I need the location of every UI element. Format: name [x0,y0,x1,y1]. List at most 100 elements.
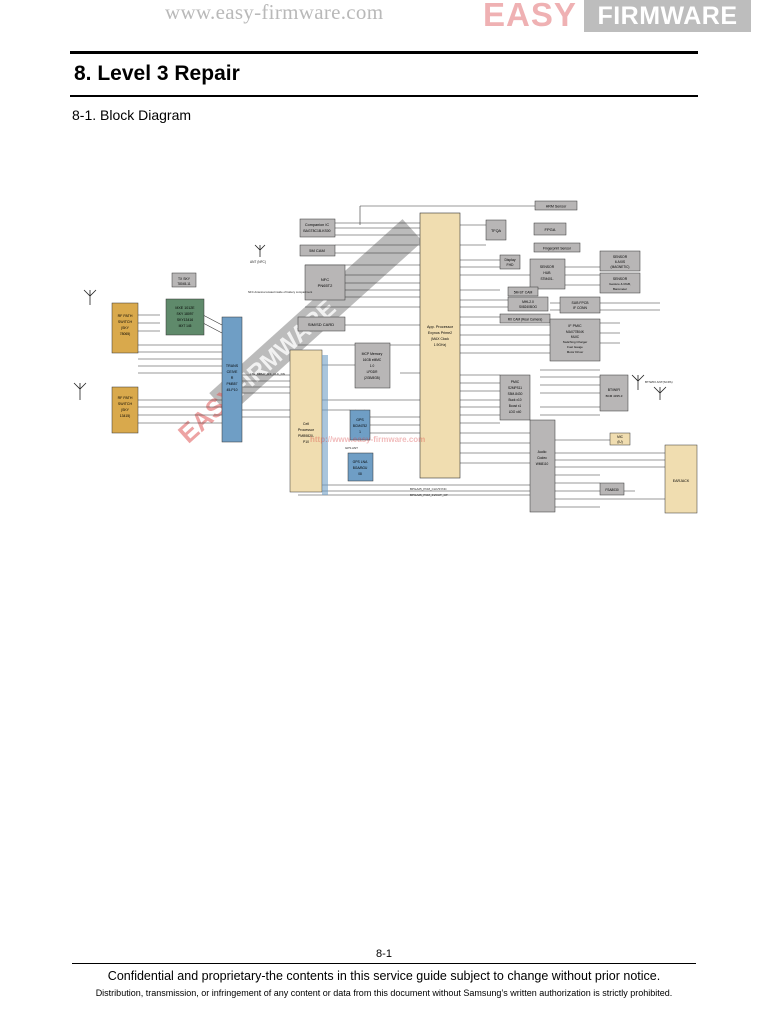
block-pmic: PMIC S2MPS11 S5M-8430 Buck x10 Boost x1 … [499,374,531,421]
svg-text:Exynos Prime2: Exynos Prime2 [428,331,452,335]
svg-text:08: 08 [358,472,362,476]
svg-text:PMB57: PMB57 [226,382,237,386]
svg-text:6 AXIS: 6 AXIS [615,260,626,264]
block-5m-st-cam: 5M-ST CAM [507,286,539,297]
svg-text:MCP Memory: MCP Memory [362,352,383,356]
svg-text:SUB FPCB: SUB FPCB [572,301,590,305]
block-if-pmic: IF PMIC MAX77804K MUIC Switching Charger… [549,318,601,362]
svg-text:Boost x1: Boost x1 [509,404,522,408]
logo-easy-text: EASY [483,0,577,33]
block-sim-sd-card: SIM/SD CARD [297,316,346,332]
svg-text:App. Processor: App. Processor [427,325,454,329]
svg-text:SII8240BOG: SII8240BOG [519,305,538,309]
lte-line-label: LTE_MPHY_RX_CLK_DN [250,372,285,376]
svg-text:PMB9820-: PMB9820- [298,434,314,438]
distribution-notice: Distribution, transmission, or infringem… [95,988,673,998]
svg-text:BGA/BGU: BGA/BGU [353,466,368,470]
svg-text:GPS: GPS [356,418,364,422]
svg-text:FPGA: FPGA [545,227,556,232]
svg-text:SIM/SD CARD: SIM/SD CARD [308,322,334,327]
block-mxe: MXE 1012E SKY 18097 SKY13416 MXT 145 [165,298,205,336]
svg-text:S2MPS11: S2MPS11 [508,386,522,390]
svg-text:MIC: MIC [617,435,624,439]
svg-text:Display: Display [504,258,515,262]
block-mcp-memory: MCP Memory 16GB eMMC 1.0 LPDDR (2GB/8GB) [354,342,391,389]
svg-text:1.9GHz): 1.9GHz) [434,343,447,347]
svg-text:BCM 4335-3: BCM 4335-3 [606,394,623,398]
block-audio-codec: Audio Codec WM8110 [529,419,556,513]
block-display: Display FHD [499,254,521,270]
svg-text:TRANS: TRANS [226,364,239,368]
svg-text:(IU): (IU) [617,440,622,444]
svg-text:(MAX Clock: (MAX Clock [431,337,449,341]
svg-text:Audio: Audio [538,450,547,454]
bt-ant-label: BT/WIFI ANT(SCPA) [645,380,673,384]
svg-text:Switching Charger: Switching Charger [563,340,588,344]
svg-text:FHD: FHD [507,263,515,267]
block-transceiver: TRANS CEIVE R PMB57 45-P10 [221,316,243,443]
svg-text:NFC: NFC [321,277,329,282]
svg-text:(2GB/8GB): (2GB/8GB) [364,376,380,380]
block-gps-lna: GPS LNA BGA/BGU 08 [347,452,374,482]
svg-text:5M CAM: 5M CAM [309,248,325,253]
block-rf-path-switch-top: RF PATH SWITCH (SKY 78065) [111,302,139,354]
svg-text:16GB eMMC: 16GB eMMC [363,358,382,362]
svg-text:RF PATH: RF PATH [118,314,133,318]
page-title: 8. Level 3 Repair [74,62,240,85]
confidential-notice: Confidential and proprietary-the content… [107,969,661,983]
block-fsa: FSA8030 [599,482,625,496]
pcm-bus-label-2: BPGA25_PCM_IN/OUT_CP [410,493,448,497]
svg-text:MXE 1012E: MXE 1012E [175,306,195,310]
svg-text:HRM Sensor: HRM Sensor [546,205,567,209]
svg-text:MUIC: MUIC [571,335,580,339]
block-diagram: EASY FIRMWARE [60,195,710,530]
svg-text:SWITCH: SWITCH [118,402,133,406]
svg-text:CEIVE: CEIVE [227,370,238,374]
block-nfc: NFC PN65T2 [304,264,346,301]
nfc-antenna-note: NFC Antenna located inside of battery co… [248,290,312,294]
svg-text:Companion IC: Companion IC [305,223,330,227]
block-app-processor: App. Processor Exynos Prime2 (MAX Clock … [419,212,461,479]
svg-text:Barometer: Barometer [613,287,627,291]
svg-text:Fingerprint Sensor: Fingerprint Sensor [543,247,572,251]
svg-text:PN65T2: PN65T2 [318,283,333,288]
svg-text:P10: P10 [303,440,309,444]
svg-text:SKY 18097: SKY 18097 [176,312,193,316]
svg-text:RX CAM (Rear Camera): RX CAM (Rear Camera) [508,318,543,322]
svg-text:S5M-8430: S5M-8430 [508,392,523,396]
svg-text:78065): 78065) [120,332,131,336]
svg-text:IF PMIC: IF PMIC [568,324,582,328]
svg-text:Gesture & RGB,: Gesture & RGB, [609,282,631,286]
svg-text:BCM4752: BCM4752 [353,424,367,428]
svg-text:Motor Driver: Motor Driver [567,350,584,354]
svg-text:BT/WIFI: BT/WIFI [608,388,620,392]
svg-text:(SKY: (SKY [121,326,130,330]
svg-text:5M-ST CAM: 5M-ST CAM [514,291,533,295]
block-tx-sky: TX SKY 78045-11 [171,272,197,288]
svg-text:GPS LNA: GPS LNA [353,460,368,464]
pcm-bus-label: BPGA25_PCM_CLK/SYNC [410,487,448,491]
ant-nfc-label: ANT (NFC) [250,260,266,264]
svg-text:78045-11: 78045-11 [177,282,190,286]
block-rf-path-switch-bottom: RF PATH SWITCH (SKY 13415) [111,386,139,434]
block-sim-cam: 5M CAM [299,244,336,257]
svg-text:EARJACK: EARJACK [673,479,690,483]
svg-text:Fuel Gauge: Fuel Gauge [567,345,583,349]
inline-watermark-url: http://www.easy-firmware.com [310,435,425,444]
svg-text:SENSOR: SENSOR [613,277,628,281]
page-number: 8-1 [376,948,392,960]
svg-text:Cell: Cell [303,422,309,426]
svg-text:TX SKY: TX SKY [178,277,191,281]
watermark-url[interactable]: www.easy-firmware.com [165,0,384,24]
svg-text:(MAGNETIC): (MAGNETIC) [611,265,630,269]
signal-lines [138,205,665,508]
svg-text:MAX77804K: MAX77804K [566,330,585,334]
block-bt-wifi: BT/WIFI BCM 4335-3 [599,374,629,412]
svg-text:1.0: 1.0 [370,364,375,368]
block-earjack: EARJACK [664,444,698,514]
svg-text:LDO x40: LDO x40 [509,410,522,414]
block-usb-fpcb: SUB FPCB IF CONN [559,296,601,314]
svg-text:STM401-: STM401- [540,277,553,281]
block-tfqa: TFQA [485,219,507,241]
svg-text:(SKY: (SKY [121,408,130,412]
